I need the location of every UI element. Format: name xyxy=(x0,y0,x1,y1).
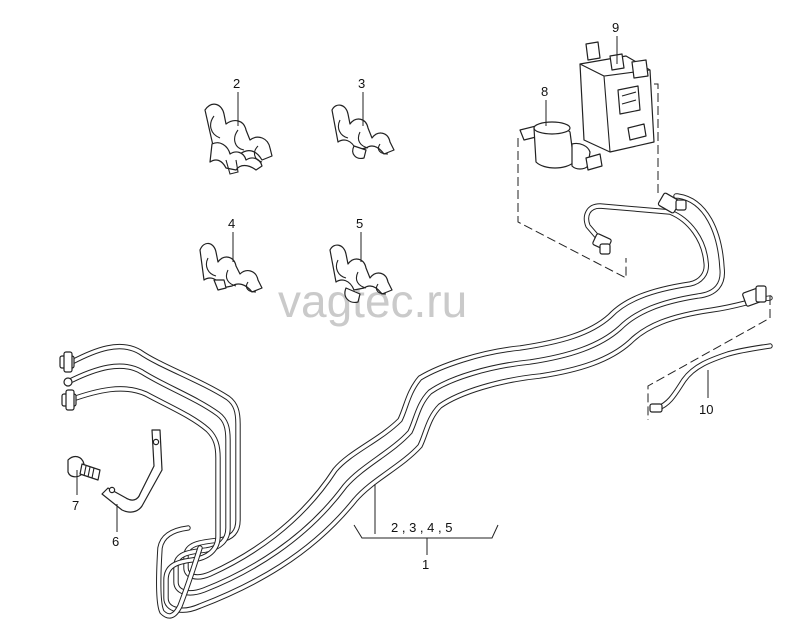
callout-7: 7 xyxy=(72,498,79,513)
fuel-line-bundle xyxy=(65,193,773,619)
callout-3: 3 xyxy=(358,76,365,91)
pipe-clip-5 xyxy=(329,244,393,303)
fuel-line-b xyxy=(65,193,725,596)
right-connector-upper xyxy=(657,192,687,214)
pipe-clip-4 xyxy=(199,242,263,293)
callout-10: 10 xyxy=(699,402,713,417)
callout-9: 9 xyxy=(612,20,619,35)
right-connector-lower xyxy=(742,285,767,307)
left-connector-middle xyxy=(63,377,73,387)
left-connector-bottom xyxy=(61,389,77,411)
fuel-filter-8 xyxy=(519,121,603,171)
dashed-assembly-lines xyxy=(517,83,771,420)
callout-2: 2 xyxy=(233,76,240,91)
fuel-line-d xyxy=(155,525,203,619)
callout-1: 1 xyxy=(422,557,429,572)
callout-4: 4 xyxy=(228,216,235,231)
leader-lines xyxy=(76,36,709,555)
small-connector-near-filter xyxy=(592,233,612,255)
callout-8: 8 xyxy=(541,84,548,99)
left-connector-top xyxy=(59,351,75,373)
bolt-7 xyxy=(67,455,101,481)
vent-hose-10 xyxy=(649,343,773,413)
callout-6: 6 xyxy=(112,534,119,549)
pipe-clip-3 xyxy=(331,104,395,159)
pipe-clip-2 xyxy=(204,103,273,175)
bracket-6 xyxy=(101,429,163,513)
fuel-line-a xyxy=(69,203,709,580)
callout-group-2-3-4-5: 2 , 3 , 4 , 5 xyxy=(391,520,452,535)
fuel-line-c xyxy=(67,295,773,613)
callout-5: 5 xyxy=(356,216,363,231)
